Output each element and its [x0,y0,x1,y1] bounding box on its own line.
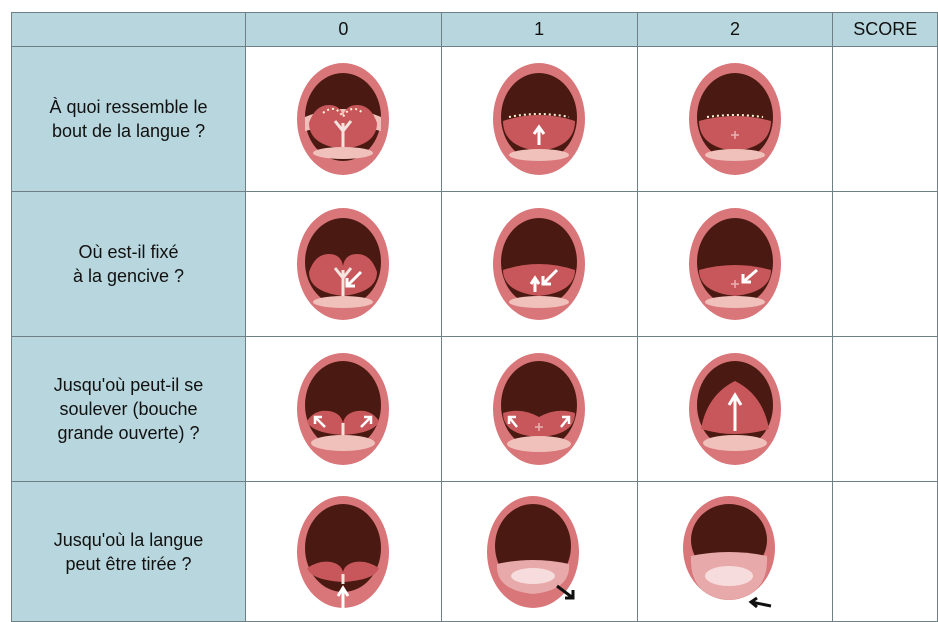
mouth-illustration-notched-tip [493,63,586,175]
mouth-illustration-posterior-attachment [689,208,782,320]
question-line: Jusqu'où peut-il se [53,375,204,395]
cell-r1-c2 [636,46,834,192]
row-lift: Jusqu'où peut-il se soulever (bouche gra… [10,336,938,482]
mouth-illustration-heart-tip [297,63,390,175]
question-line: soulever (bouche [59,399,198,419]
header-col-2: 2 [636,12,834,47]
cell-r4-c2 [636,481,834,622]
mouth-illustration-limited-protrusion [297,495,390,610]
row-tip-shape: À quoi ressemble le bout de la langue ? [10,46,938,192]
question-line: À quoi ressemble le [49,97,208,117]
header-score: SCORE [832,12,938,47]
header-row: 0 1 2 SCORE [10,12,938,47]
mouth-illustration-no-lift [297,353,390,465]
cell-r1-c0 [245,46,442,192]
cell-r3-c2 [636,336,834,482]
score-cell-r4[interactable] [832,481,938,622]
header-col-0: 0 [245,12,442,47]
question-line: Jusqu'où la langue [53,529,204,550]
score-cell-r1[interactable] [832,46,938,192]
header-col-1: 1 [440,12,638,47]
mouth-illustration-partial-protrusion [487,495,580,608]
mouth-illustration-partial-lift [493,353,586,465]
question-line: à la gencive ? [72,266,185,286]
question-gum-attachment: Où est-il fixé à la gencive ? [10,191,247,337]
cell-r3-c1 [440,336,638,482]
mouth-illustration-full-lift [689,353,782,465]
score-cell-r2[interactable] [832,191,938,337]
question-tip-shape: À quoi ressemble le bout de la langue ? [10,46,247,192]
cell-r1-c1 [440,46,638,192]
cell-r2-c1 [440,191,638,337]
mouth-illustration-mid-attachment [493,208,586,320]
question-lift: Jusqu'où peut-il se soulever (bouche gra… [10,336,247,482]
question-line: grande ouverte) ? [57,423,200,443]
mouth-illustration-rounded-tip [689,63,782,175]
question-line: peut être tirée ? [65,553,192,574]
question-line: Où est-il fixé [78,242,179,262]
cell-r2-c2 [636,191,834,337]
row-protrusion: Jusqu'où la langue peut être tirée ? [10,481,938,622]
cell-r4-c1 [440,481,638,622]
question-line: bout de la langue ? [51,121,206,141]
tongue-assessment-table: 0 1 2 SCORE À quoi ressemble le bout de … [10,12,938,622]
row-gum-attachment: Où est-il fixé à la gencive ? [10,191,938,337]
cell-r3-c0 [245,336,442,482]
cell-r2-c0 [245,191,442,337]
question-protrusion: Jusqu'où la langue peut être tirée ? [10,481,247,622]
mouth-illustration-attached-tip [297,208,390,320]
mouth-illustration-full-protrusion [683,495,776,608]
header-blank [10,12,247,47]
score-cell-r3[interactable] [832,336,938,482]
cell-r4-c0 [245,481,442,622]
